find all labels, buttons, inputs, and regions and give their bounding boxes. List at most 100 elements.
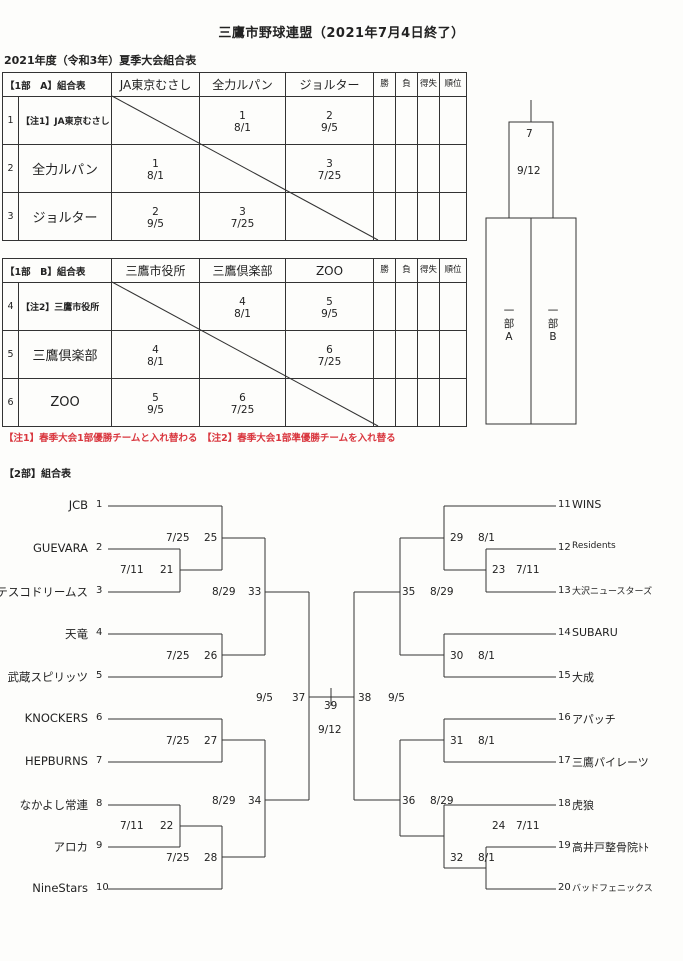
group-a-col-team-1: JA東京むさし (111, 72, 200, 97)
left-team-name: なかよし常連 (19, 798, 88, 812)
left-team-number: 7 (96, 755, 103, 766)
group-b-col-team-2: 三鷹倶楽部 (199, 258, 287, 283)
left-team-name: KNOCKERS (24, 711, 88, 725)
game-21-num: 21 (160, 564, 174, 576)
notes: 【注1】春季大会1部優勝チームと入れ替わる 【注2】春季大会1部準優勝チームを入… (4, 433, 396, 444)
left-team-name: テスコドリームス (0, 585, 88, 599)
right-team-number: 16 (558, 712, 571, 723)
diagonal-cell (285, 192, 374, 241)
right-team-number: 12 (558, 542, 571, 553)
tournament-subtitle: 2021年度（令和3年）夏季大会組合表 (4, 54, 197, 67)
left-team-number: 10 (96, 882, 109, 893)
right-team-name: 大沢ニュースターズ (572, 587, 653, 597)
game-31-date: 8/1 (478, 735, 495, 747)
right-team-name: Residents (572, 541, 616, 551)
game-22-date: 7/11 (120, 820, 144, 832)
right-team-number: 13 (558, 585, 571, 596)
diagonal-cell (111, 282, 201, 331)
group-b-row-team-2: 三鷹倶楽部 (17, 330, 113, 379)
left-team-number: 3 (96, 585, 103, 596)
game-28-date: 7/25 (166, 852, 190, 864)
game-23-date: 7/11 (516, 564, 540, 576)
right-team-number: 18 (558, 798, 571, 809)
left-team-number: 1 (96, 499, 103, 510)
game-36-date: 8/29 (430, 795, 454, 807)
game-24-num: 24 (492, 820, 506, 832)
left-team-number: 8 (96, 798, 103, 809)
game-32-date: 8/1 (478, 852, 495, 864)
game-27-num: 27 (204, 735, 218, 747)
section2-header: 【2部】組合表 (4, 469, 71, 480)
left-team-name: アロカ (53, 840, 89, 854)
game-29-num: 29 (450, 532, 464, 544)
group-b-row-team-1: 【注2】三鷹市役所 (17, 282, 113, 331)
game-31-num: 31 (450, 735, 464, 747)
game-34-num: 34 (248, 795, 262, 807)
div1-group-b-label: 一部B (547, 305, 559, 343)
game-36-num: 36 (402, 795, 416, 807)
game-35-date: 8/29 (430, 586, 454, 598)
right-team-name: 三鷹パイレーツ (572, 756, 649, 769)
game-34-date: 8/29 (212, 795, 236, 807)
game-35-num: 35 (402, 586, 416, 598)
col-rank: 順位 (439, 258, 468, 283)
game-22-num: 22 (160, 820, 174, 832)
game-39-num: 39 (324, 700, 338, 712)
game-30-date: 8/1 (478, 650, 495, 662)
right-team-name: WINS (572, 498, 602, 511)
col-rank: 順位 (439, 72, 467, 97)
div1-final-game-num: 7 (526, 128, 533, 140)
game-33-date: 8/29 (212, 586, 236, 598)
left-team-number: 9 (96, 840, 103, 851)
page-title: 三鷹市野球連盟（2021年7月4日終了） (218, 26, 465, 41)
right-team-number: 19 (558, 840, 571, 851)
right-team-name: 大成 (572, 671, 594, 684)
right-team-number: 20 (558, 882, 571, 893)
game-29-date: 8/1 (478, 532, 495, 544)
right-team-name: アパッチ (572, 713, 616, 726)
right-team-name: バッドフェニックス (572, 884, 653, 894)
game-38-num: 38 (358, 692, 372, 704)
left-team-name: NineStars (32, 881, 88, 895)
div1-final-date: 9/12 (517, 165, 541, 177)
group-a-row-team-2: 全力ルパン (18, 144, 112, 193)
right-team-number: 11 (558, 499, 571, 510)
game-24-date: 7/11 (516, 820, 540, 832)
left-team-name: GUEVARA (33, 541, 88, 555)
group-a-table: 【1部 A】組合表 JA東京むさし 全力ルパン ジョルター 勝 負 得失 順位 … (2, 72, 467, 241)
group-a-col-team-3: ジョルター (285, 72, 374, 97)
group-b-col-team-1: 三鷹市役所 (111, 258, 201, 283)
right-team-name: 高井戸整骨院ﾄﾄ (572, 841, 649, 854)
game-26-date: 7/25 (166, 650, 190, 662)
game-38-date: 9/5 (388, 692, 405, 704)
left-team-name: 天竜 (65, 627, 88, 641)
group-b-row-team-3: ZOO (17, 378, 113, 427)
left-team-number: 6 (96, 712, 103, 723)
left-team-name: HEPBURNS (24, 754, 88, 768)
left-team-number: 4 (96, 627, 103, 638)
game-32-num: 32 (450, 852, 464, 864)
game-39-date: 9/12 (318, 724, 342, 736)
game-30-num: 30 (450, 650, 464, 662)
left-team-number: 5 (96, 670, 103, 681)
group-b-header: 【1部 B】組合表 (1, 258, 113, 283)
div1-group-a-label: 一部A (503, 305, 515, 343)
game-25-date: 7/25 (166, 532, 190, 544)
right-team-number: 14 (558, 627, 571, 638)
game-25-num: 25 (204, 532, 218, 544)
right-team-name: SUBARU (572, 626, 618, 639)
game-37-num: 37 (292, 692, 306, 704)
game-23-num: 23 (492, 564, 506, 576)
right-team-number: 17 (558, 755, 571, 766)
game-21-date: 7/11 (120, 564, 144, 576)
game-33-num: 33 (248, 586, 262, 598)
left-team-number: 2 (96, 542, 103, 553)
